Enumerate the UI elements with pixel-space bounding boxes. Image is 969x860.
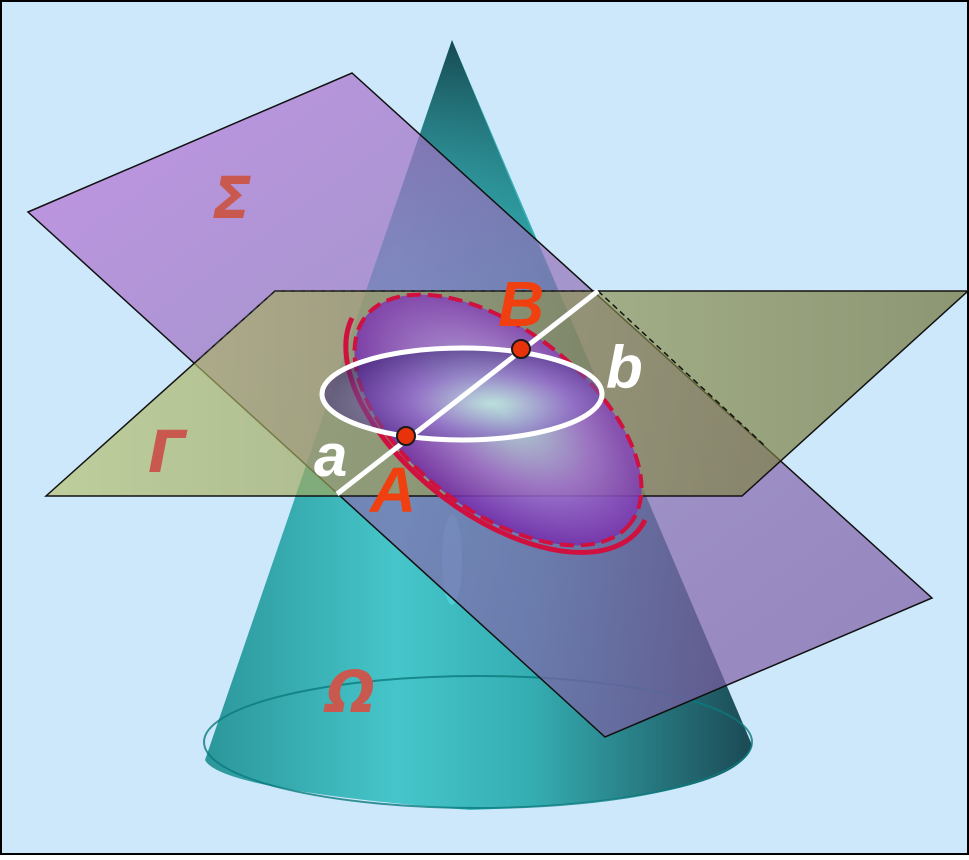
label-line-a: a	[314, 422, 347, 489]
label-gamma: Γ	[148, 418, 188, 486]
label-point-a: A	[368, 454, 416, 526]
point-b	[511, 339, 531, 359]
plane-sigma-hidden-edge	[597, 290, 766, 447]
section-ellipse-outline	[352, 292, 644, 548]
intersection-line-ab	[335, 289, 600, 496]
label-sigma: Σ	[212, 164, 252, 232]
cone-base	[203, 675, 753, 809]
point-a	[396, 426, 416, 446]
label-line-b: b	[606, 334, 643, 401]
label-point-b: B	[498, 268, 544, 340]
plane-gamma-hidden-edge-left	[199, 290, 276, 359]
label-omega: Ω	[323, 658, 375, 726]
